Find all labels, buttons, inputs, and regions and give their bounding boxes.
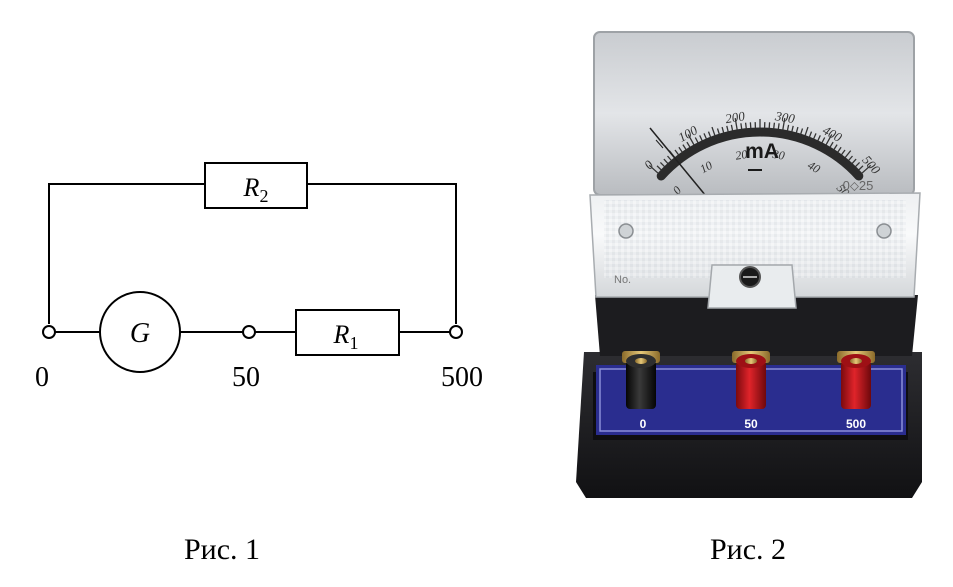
terminal-500 <box>450 326 462 338</box>
terminal-50 <box>243 326 255 338</box>
terminal-0-post[interactable] <box>622 351 660 409</box>
scale-tick <box>778 123 779 129</box>
circuit-diagram: R2 G R1 0 50 500 Рис. 1 <box>35 163 483 566</box>
meter-terminal-label-500: 500 <box>846 417 866 431</box>
scale-tick <box>741 123 742 129</box>
window-screw-left <box>619 224 633 238</box>
meter-terminal-label-50: 50 <box>744 417 758 431</box>
serial-number-label: No. <box>614 274 631 286</box>
figure2-caption: Рис. 2 <box>710 533 786 566</box>
scale-tick <box>746 123 747 129</box>
galvanometer-label: G <box>130 318 150 349</box>
terminal-0 <box>43 326 55 338</box>
unit-label: mA <box>745 140 779 163</box>
accuracy-class-mark: 0⬦25 <box>843 178 874 193</box>
figure1-caption: Рис. 1 <box>184 533 260 566</box>
window-screw-right <box>877 224 891 238</box>
terminal-label-500: 500 <box>441 362 483 393</box>
terminal-label-50: 50 <box>232 362 260 393</box>
meter-terminal-label-0: 0 <box>640 417 647 431</box>
wire-right-top <box>307 184 456 324</box>
scale-tick <box>774 123 775 129</box>
terminal-50-post[interactable] <box>732 351 770 409</box>
terminal-500-post[interactable] <box>837 351 875 409</box>
terminal-label-0: 0 <box>35 362 49 393</box>
